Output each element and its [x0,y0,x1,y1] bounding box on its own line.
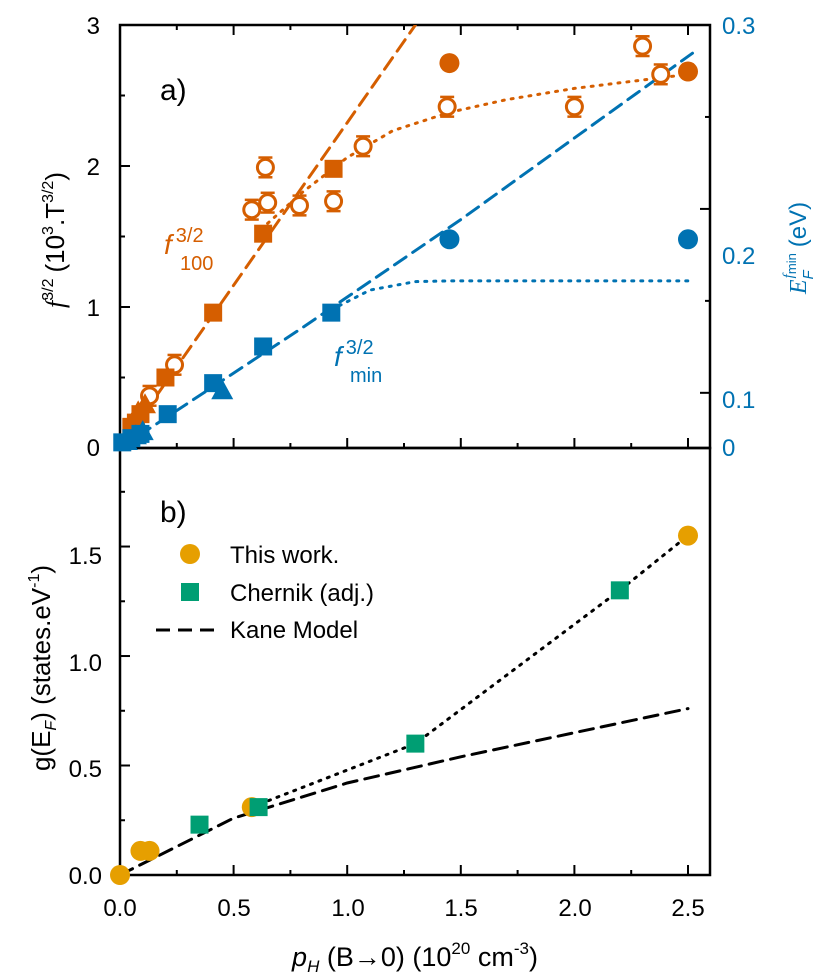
panel-b-lines [120,534,690,875]
legend-marker-this-work [180,544,200,564]
data-point-a-square [204,303,223,322]
data-point-b-square [249,798,268,817]
a-line-dotted [259,72,690,231]
data-point-a-open-circle [564,97,584,117]
data-point-b-circle [678,525,698,546]
xtick-5: 2.5 [671,895,704,922]
data-point-b-circle [110,865,130,885]
xtick-0: 0.0 [103,895,136,922]
panel-b-frame [118,446,712,877]
a-y2tick-3: 0.3 [722,13,755,40]
a-ytick-2: 2 [87,154,100,181]
data-point-a-open-circle [437,97,457,117]
a-y2tick-2: 0.2 [722,243,755,270]
panel-a-ticks [120,25,710,448]
legend-label-chernik: Chernik (adj.) [230,580,374,607]
legend-label-this-work: This work. [230,542,339,569]
b-ytick-0: 0.0 [69,863,102,890]
data-point-a-triangle [131,420,154,441]
a-ytick-0: 0 [87,435,100,462]
data-point-a-square [254,337,273,356]
data-point-a-filled-circle [678,61,698,82]
data-point-a-filled-circle [439,229,460,250]
data-point-a-open-circle [324,191,344,211]
data-point-a-square [156,368,175,387]
data-point-b-square [406,734,425,753]
b-ytick-1: 0.5 [69,756,102,783]
a-ytick-1: 1 [87,295,100,322]
a-line-dotted [329,279,690,312]
data-point-a-open-circle [353,136,373,156]
data-point-a-square [324,159,343,178]
data-point-a-open-circle [651,64,671,84]
b-dotted-line [250,534,690,809]
data-point-a-filled-circle [439,53,460,74]
legend-label-kane: Kane Model [230,617,358,644]
xtick-1: 0.5 [217,895,250,922]
x-axis-label: pH (B→0) (1020 cm-3) [291,939,538,976]
panel-b-ticks [120,490,689,875]
data-point-a-triangle [211,379,234,400]
data-point-a-square [322,303,341,322]
a-y2tick-1: 0.1 [722,387,755,414]
data-point-a-triangle [133,393,156,414]
a-y2tick-0: 0 [722,435,735,462]
legend-marker-chernik [181,583,199,601]
data-point-a-open-circle [289,195,309,215]
data-point-a-open-circle [258,193,278,213]
data-point-a-open-circle [633,36,653,56]
panel-b-ylabel: g(EF) (states.eV-1) [26,565,60,771]
panel-b-marks [110,525,698,885]
data-point-a-open-circle [242,200,262,220]
xtick-3: 1.5 [444,895,477,922]
a-line-dashed [120,25,417,448]
data-point-b-square [610,581,629,600]
panel-a-label: a) [160,74,187,107]
xtick-4: 2.0 [558,895,591,922]
panel-b-label: b) [160,496,187,529]
a-ytick-3: 3 [87,13,100,40]
data-point-a-open-circle [255,157,275,177]
legend: This work. Chernik (adj.) Kane Model [156,542,374,644]
b-ytick-3: 1.5 [69,543,102,570]
annot-fmin-sub: min [350,365,382,387]
panel-a-marks [113,35,698,452]
xtick-2: 1.0 [331,895,364,922]
panel-a-y2label: EFfmin(eV) [781,202,817,295]
data-point-a-filled-circle [678,229,698,250]
data-point-b-circle [139,840,160,861]
kane-model-line [120,707,690,875]
annot-f100-sub: 100 [180,253,213,275]
data-point-a-triangle [115,429,138,450]
panel-a-ylabel: f3/2(103.T3/2) [40,172,70,308]
data-point-a-square [254,224,273,243]
b-ytick-2: 1.0 [69,650,102,677]
data-point-a-square [158,405,177,424]
data-point-b-square [190,815,209,834]
